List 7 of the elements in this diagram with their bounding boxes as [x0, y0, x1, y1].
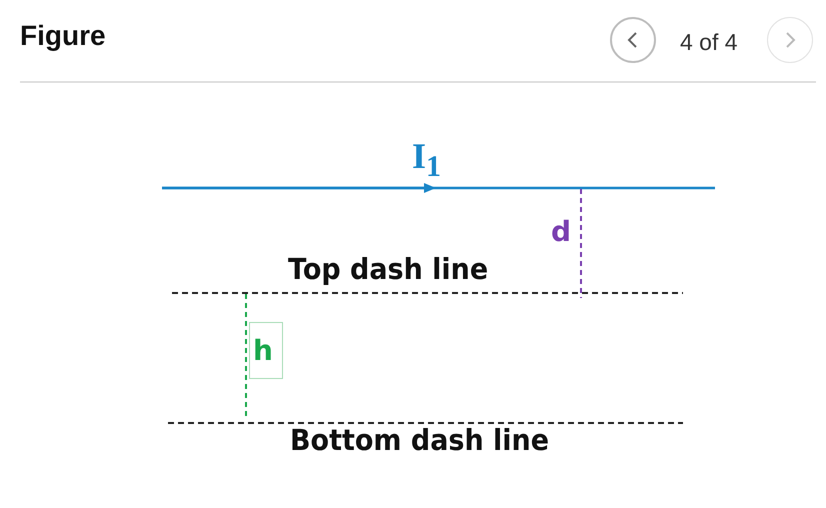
page-counter: 4 of 4	[680, 31, 738, 54]
line-label: Top dash line	[288, 255, 488, 284]
current-label: I$_{1}$	[412, 138, 442, 182]
height-label: h	[249, 322, 283, 379]
line-label: Bottom dash line	[290, 426, 550, 455]
figure-title: Figure	[20, 22, 106, 50]
distance-label: d	[551, 218, 572, 246]
